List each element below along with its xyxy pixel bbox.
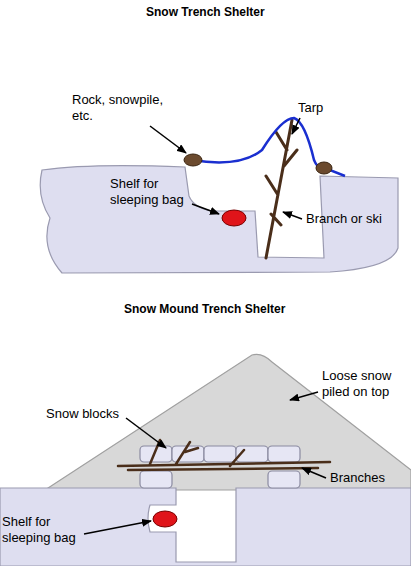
rock (316, 162, 332, 174)
snow-mound (45, 354, 411, 490)
snow-body (0, 488, 411, 566)
leader-line (150, 126, 186, 153)
callout-label: Tarp (298, 100, 323, 116)
leader-line (283, 212, 302, 219)
branches (118, 440, 330, 470)
callout-label: Shelf for sleeping bag (110, 176, 195, 208)
branch (266, 120, 297, 258)
callout-label: Rock, snowpile, etc. (72, 92, 174, 124)
diagram-title: Snow Trench Shelter (146, 4, 265, 20)
leader-line (126, 418, 166, 448)
callout-label: Shelf for sleeping bag (2, 514, 87, 546)
snow-body (40, 166, 398, 273)
leader-line (84, 521, 151, 534)
leader-line (192, 204, 219, 214)
callout-label: Snow blocks (46, 406, 119, 422)
snow-blocks (140, 446, 300, 488)
leader-line (302, 468, 326, 478)
callout-label: Branch or ski (306, 211, 382, 227)
section-heading: Snow Mound Trench Shelter (124, 301, 285, 317)
sleeping-bag (153, 511, 177, 527)
rock (184, 154, 202, 166)
leader-line (290, 392, 318, 400)
callout-label: Loose snow piled on top (322, 368, 407, 400)
callout-label: Branches (330, 470, 385, 486)
sleeping-bag (222, 210, 246, 226)
tarp (192, 118, 345, 176)
leader-line (292, 118, 300, 134)
